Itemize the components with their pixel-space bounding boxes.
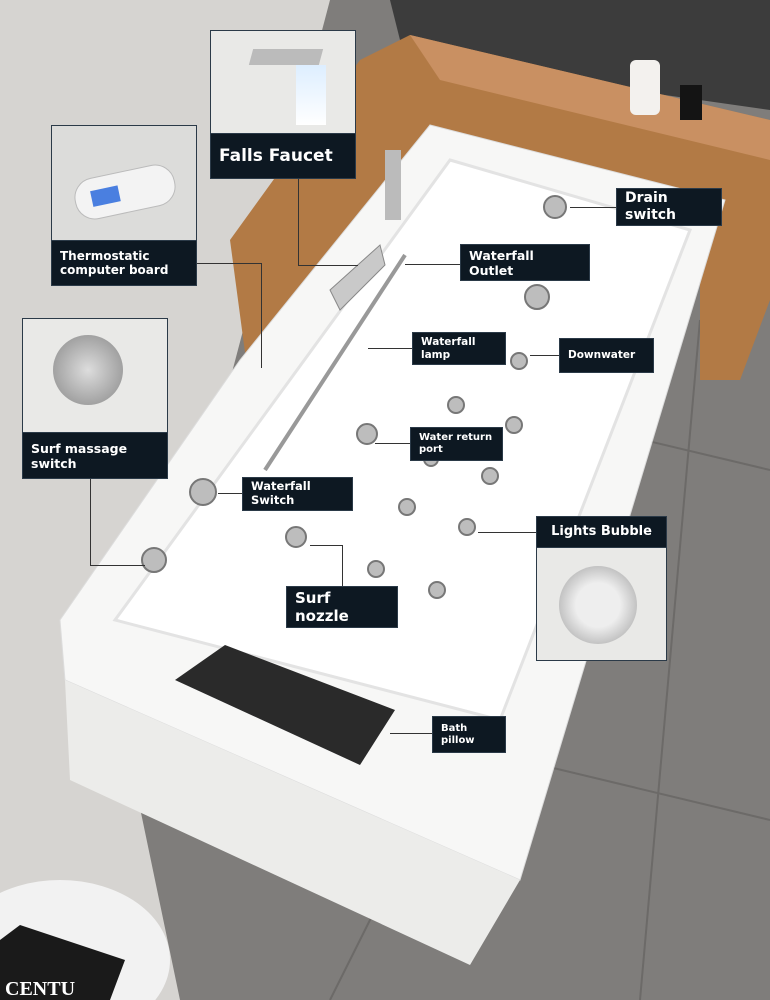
label-surf-nozzle: Surf nozzle [286, 586, 398, 628]
label-drain-switch: Drain switch [616, 188, 722, 226]
faucet-handle [385, 150, 401, 220]
leader-line [478, 532, 536, 533]
label-downwater: Downwater [559, 338, 654, 373]
bubble-jet-icon [559, 566, 637, 644]
faucet-icon [248, 49, 324, 65]
book-title: CENTU [5, 978, 75, 1000]
book [0, 925, 125, 1000]
waterfall-bar [263, 253, 407, 472]
black-bottle [680, 85, 702, 120]
label-falls-faucet: Falls Faucet [210, 133, 356, 179]
surf-massage-thumbnail [22, 318, 168, 433]
leader-line [390, 733, 432, 734]
lights-bubble-thumbnail [536, 547, 667, 661]
label-bath-pillow: Bath pillow [432, 716, 506, 753]
jets [141, 195, 567, 599]
bathtub-front [65, 680, 520, 965]
marble-wall [390, 0, 770, 110]
leader-line [570, 207, 616, 208]
label-surf-massage-switch: Surf massage switch [22, 432, 168, 479]
leader-line [298, 265, 358, 266]
leader-line [90, 565, 145, 566]
leader-line [375, 443, 410, 444]
soap-bottle [630, 60, 660, 115]
label-thermostatic-computer-board: Thermostatic computer board [51, 240, 197, 286]
leader-line [261, 263, 262, 368]
leader-line [298, 178, 299, 266]
leader-line [342, 545, 343, 586]
bath-pillow [175, 645, 395, 765]
leader-line [196, 263, 262, 264]
thermostatic-thumbnail [51, 125, 197, 241]
label-waterfall-switch: Waterfall Switch [242, 477, 353, 511]
label-lights-bubble: Lights Bubble [536, 516, 667, 548]
label-waterfall-lamp: Waterfall lamp [412, 332, 506, 365]
knob-icon [53, 335, 123, 405]
leader-line [90, 478, 91, 566]
waterfall-outlet [329, 244, 386, 311]
leader-line [405, 264, 460, 265]
falls-faucet-thumbnail [210, 30, 356, 134]
label-water-return-port: Water return port [410, 427, 503, 461]
leader-line [530, 355, 559, 356]
leader-line [368, 348, 412, 349]
label-waterfall-outlet: Waterfall Outlet [460, 244, 590, 281]
leader-line [310, 545, 342, 546]
lcd-display-icon [90, 185, 121, 207]
leader-line [218, 493, 242, 494]
